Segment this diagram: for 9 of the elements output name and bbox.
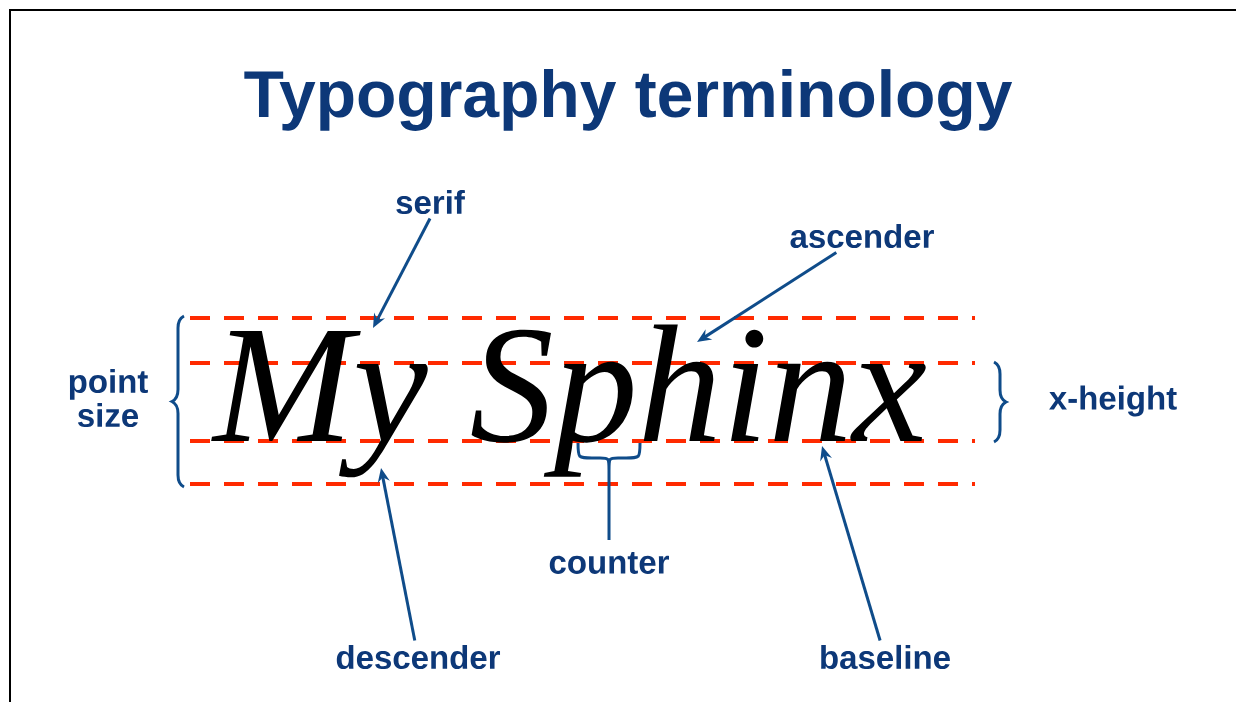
term-label: x-height bbox=[1049, 385, 1177, 417]
term-label: descender bbox=[336, 644, 500, 670]
term-label: ascender bbox=[790, 223, 934, 249]
term-label: baseline bbox=[821, 644, 950, 670]
title: Typography terminology bbox=[244, 69, 1013, 131]
term-label: counter bbox=[549, 552, 669, 574]
term-label: serif bbox=[396, 189, 465, 215]
term-label: point size bbox=[69, 368, 148, 428]
sample-text: My Sphinx bbox=[211, 324, 926, 478]
